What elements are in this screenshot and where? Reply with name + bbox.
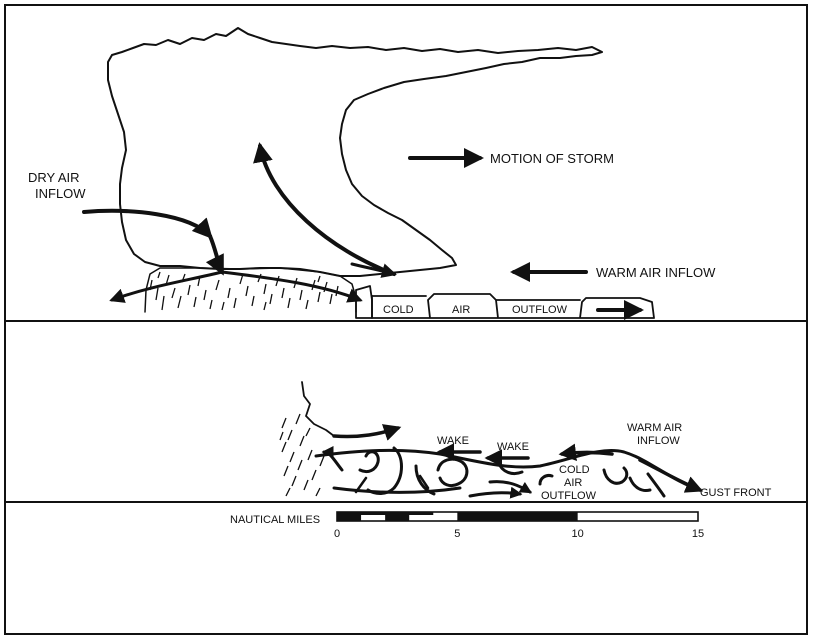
scale-bar-ticks: 0 5 10 15: [334, 528, 704, 540]
eddy-10: [604, 468, 627, 483]
scale-bar-segment: [457, 512, 577, 521]
upper-inflow-arrow: [334, 428, 398, 437]
eddy-7: [490, 482, 530, 492]
surface-flow-line: [334, 488, 460, 493]
eddy-2: [360, 452, 378, 472]
eddy-9: [540, 475, 552, 484]
motion-of-storm-label: MOTION OF STORM: [490, 151, 614, 166]
top-panel: DRY AIR INFLOW MOTION OF STORM WARM AIR …: [28, 28, 716, 318]
eddy-5: [438, 459, 467, 485]
scale-bar-tick-label: 10: [572, 528, 584, 540]
cold-label-line1: COLD: [559, 464, 590, 476]
dry-air-label-line1: DRY AIR: [28, 170, 80, 185]
dry-air-inflow-arrow: [84, 211, 210, 236]
scale-bar: NAUTICAL MILES 0 5 10 15: [230, 512, 704, 540]
air-label: AIR: [452, 304, 470, 316]
eddy-12: [648, 474, 664, 496]
scale-bar-tick-label: 0: [334, 528, 340, 540]
cold-label-line3: OUTFLOW: [541, 490, 597, 502]
scale-bar-label: NAUTICAL MILES: [230, 514, 320, 526]
warm-air-label-line1: WARM AIR: [627, 422, 682, 434]
gust-front-label: GUST FRONT: [700, 487, 772, 499]
scale-bar-tick-label: 5: [454, 528, 460, 540]
rain-hatching-top: [150, 272, 338, 310]
warm-inflow-arrow-middle: [562, 453, 612, 455]
wake-label-2: WAKE: [497, 441, 529, 453]
outflow-label: OUTFLOW: [512, 304, 568, 316]
warm-air-label-line2: INFLOW: [637, 435, 680, 447]
cold-label-line2: AIR: [564, 477, 582, 489]
warm-air-inflow-label: WARM AIR INFLOW: [596, 265, 716, 280]
eddy-11: [630, 478, 650, 491]
dry-air-downdraft-arrow: [210, 236, 222, 272]
middle-panel: WAKE WAKE WARM AIR INFLOW COLD AIR OUTFL…: [280, 382, 772, 502]
scale-bar-top-strip: [337, 512, 433, 515]
wake-label-1: WAKE: [437, 435, 469, 447]
eddy-6: [470, 493, 520, 496]
cold-label: COLD: [383, 304, 414, 316]
updraft-arrow: [260, 146, 394, 274]
scale-bar-tick-label: 15: [692, 528, 704, 540]
storm-edge-outline: [302, 382, 334, 436]
outer-frame: [5, 5, 807, 634]
dry-air-label-line2: INFLOW: [35, 186, 86, 201]
